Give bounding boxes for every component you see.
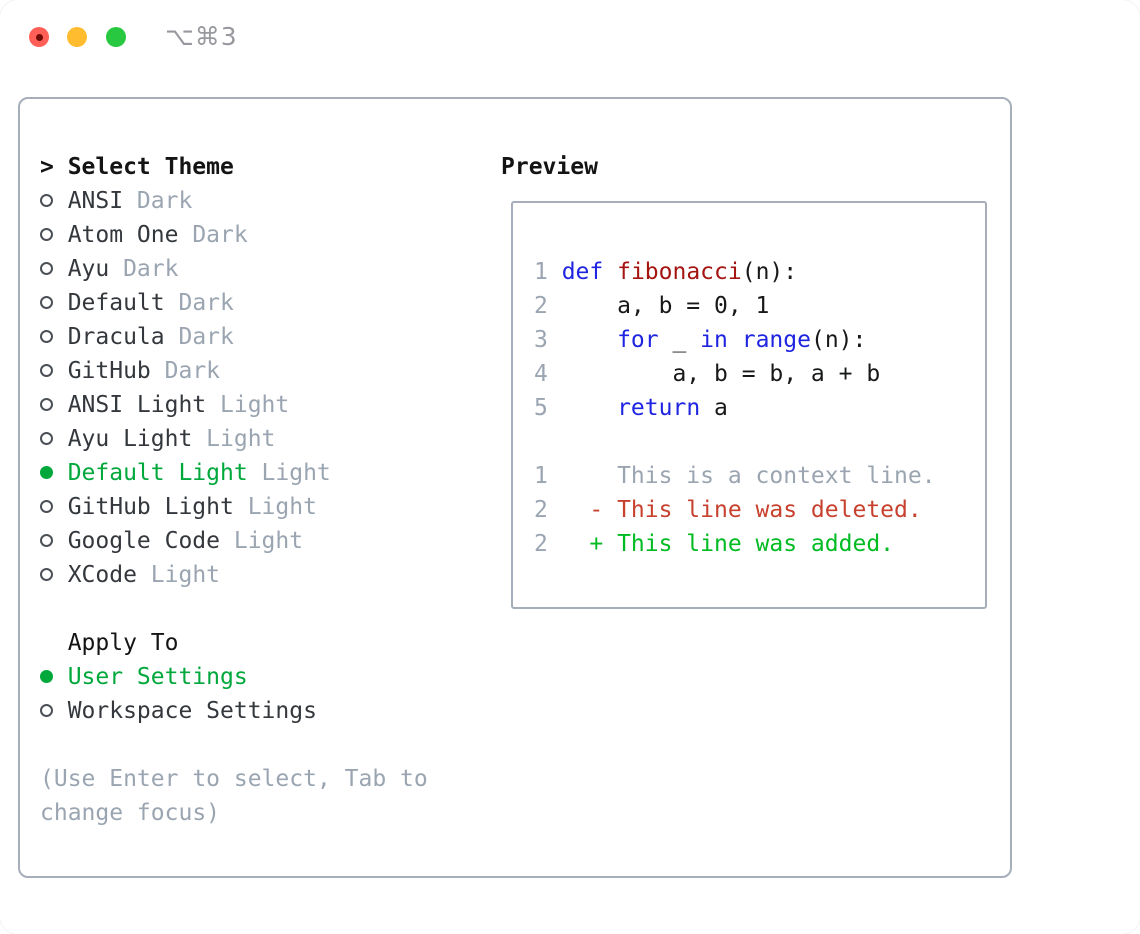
theme-option-default[interactable]: Default Dark xyxy=(40,286,460,320)
line-number: 2 xyxy=(534,293,548,319)
apply-to-option-user-settings[interactable]: User Settings xyxy=(40,660,460,694)
radio-icon xyxy=(40,466,53,479)
option-label: GitHub xyxy=(67,358,151,384)
help-text: (Use Enter to select, Tab to change focu… xyxy=(40,766,428,826)
option-variant: Dark xyxy=(164,358,221,384)
radio-icon xyxy=(40,364,53,377)
diff-line: 2 + This line was added. xyxy=(534,527,985,561)
minimize-button[interactable] xyxy=(67,27,87,47)
theme-list-title: Select Theme xyxy=(67,154,234,180)
preview-title: Preview xyxy=(501,154,598,180)
option-variant: Dark xyxy=(178,290,234,316)
code-line: 2 a, b = 0, 1 xyxy=(534,289,985,323)
option-label: ANSI xyxy=(67,188,124,214)
line-number: 5 xyxy=(534,395,548,421)
option-label: Google Code xyxy=(67,528,221,554)
radio-icon xyxy=(40,568,53,581)
close-button[interactable] xyxy=(29,27,49,47)
radio-icon xyxy=(40,296,53,309)
theme-option-github[interactable]: GitHub Dark xyxy=(40,354,460,388)
option-label: ANSI Light xyxy=(67,392,207,418)
line-number: 3 xyxy=(534,327,548,353)
radio-icon xyxy=(40,398,53,411)
radio-icon xyxy=(40,500,53,513)
option-variant: Dark xyxy=(136,188,193,214)
theme-option-github-light[interactable]: GitHub Light Light xyxy=(40,490,460,524)
option-label: XCode xyxy=(67,562,137,588)
theme-option-google-code[interactable]: Google Code Light xyxy=(40,524,460,558)
option-label: Workspace Settings xyxy=(67,698,317,724)
theme-option-atom-one[interactable]: Atom One Dark xyxy=(40,218,460,252)
line-number: 1 xyxy=(534,259,548,285)
radio-icon xyxy=(40,534,53,547)
radio-icon xyxy=(40,704,53,717)
line-number: 2 xyxy=(534,531,548,557)
theme-option-default-light[interactable]: Default Light Light xyxy=(40,456,460,490)
option-label: Default Light xyxy=(67,460,248,486)
option-label: Ayu xyxy=(67,256,110,282)
radio-icon xyxy=(40,262,53,275)
apply-to-title: Apply To xyxy=(67,630,179,656)
theme-option-ansi-light[interactable]: ANSI Light Light xyxy=(40,388,460,422)
radio-icon xyxy=(40,194,53,207)
spacer xyxy=(534,425,985,459)
theme-option-xcode[interactable]: XCode Light xyxy=(40,558,460,592)
option-label: Dracula xyxy=(67,324,165,350)
radio-icon xyxy=(40,432,53,445)
option-variant: Light xyxy=(150,562,221,588)
option-variant: Dark xyxy=(192,222,248,248)
theme-list-header: > Select Theme xyxy=(40,150,460,184)
apply-to-header: Apply To xyxy=(40,626,460,660)
theme-option-ayu-light[interactable]: Ayu Light Light xyxy=(40,422,460,456)
option-variant: Light xyxy=(233,528,304,554)
window-shortcut-label: ⌥⌘3 xyxy=(165,22,238,51)
theme-option-ansi[interactable]: ANSI Dark xyxy=(40,184,460,218)
option-variant: Light xyxy=(247,494,317,520)
option-variant: Light xyxy=(261,460,331,486)
option-label: User Settings xyxy=(67,664,248,690)
apply-to-list: User Settings Workspace Settings xyxy=(40,660,460,728)
radio-icon xyxy=(40,330,53,343)
option-variant: Dark xyxy=(123,256,179,282)
option-label: Atom One xyxy=(67,222,179,248)
zoom-button[interactable] xyxy=(106,27,126,47)
theme-option-ayu[interactable]: Ayu Dark xyxy=(40,252,460,286)
code-line: 4 a, b = b, a + b xyxy=(534,357,985,391)
diff-line: 2 - This line was deleted. xyxy=(534,493,985,527)
titlebar: ⌥⌘3 xyxy=(0,0,1140,74)
theme-option-dracula[interactable]: Dracula Dark xyxy=(40,320,460,354)
option-label: Ayu Light xyxy=(67,426,193,452)
diff-line: 1 This is a context line. xyxy=(534,459,985,493)
spacer xyxy=(40,592,460,626)
option-label: GitHub Light xyxy=(67,494,234,520)
radio-icon xyxy=(40,228,53,241)
code-line: 5 return a xyxy=(534,391,985,425)
option-variant: Light xyxy=(206,426,276,452)
line-number: 1 xyxy=(534,463,548,489)
radio-icon xyxy=(40,670,53,683)
option-variant: Light xyxy=(220,392,290,418)
line-number: 2 xyxy=(534,497,548,523)
apply-to-option-workspace-settings[interactable]: Workspace Settings xyxy=(40,694,460,728)
focus-marker: > xyxy=(40,154,54,180)
diff-block: 1 This is a context line.2 - This line w… xyxy=(534,459,985,561)
code-line: 3 for _ in range(n): xyxy=(534,323,985,357)
option-variant: Dark xyxy=(178,324,234,350)
line-number: 4 xyxy=(534,361,548,387)
option-label: Default xyxy=(67,290,165,316)
